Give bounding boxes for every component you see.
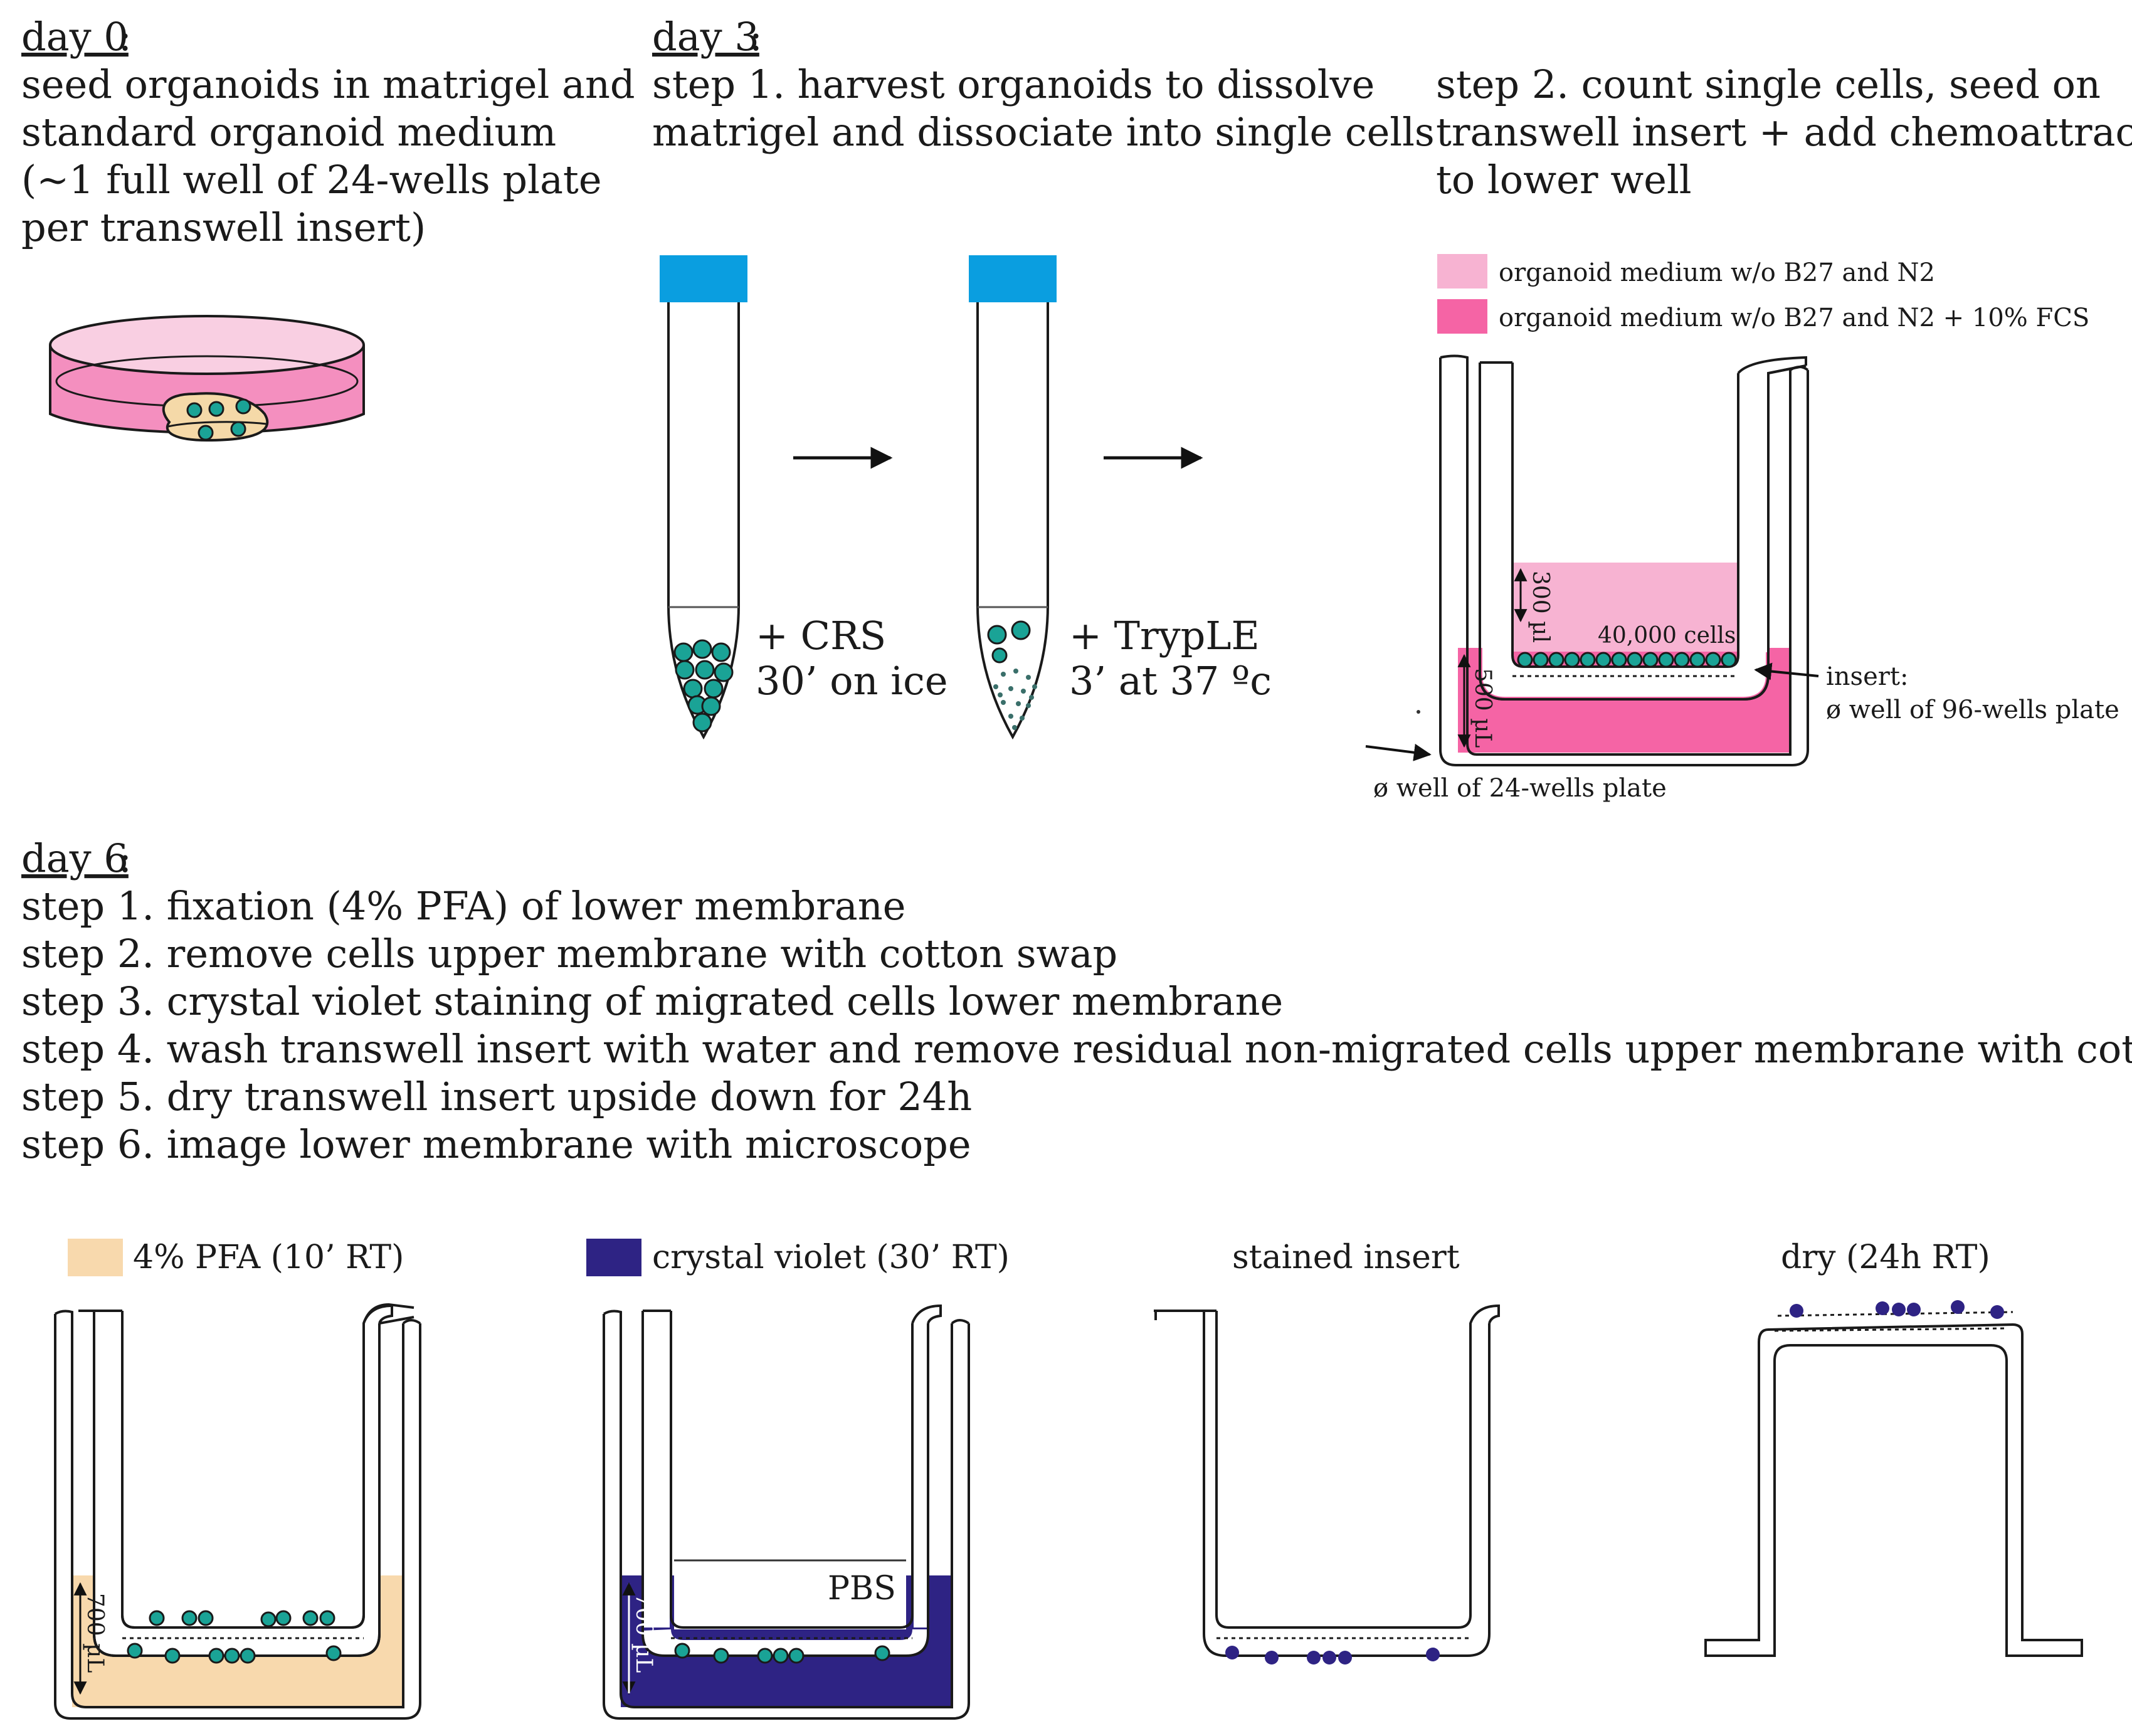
pfa-swatch	[68, 1239, 123, 1276]
panel-dry-upside-down	[1704, 1300, 2083, 1657]
tube-crs: + CRS 30’ on ice	[660, 255, 948, 740]
cv-label: crystal violet (30’ RT)	[652, 1239, 1010, 1276]
day6-text-block: day 6 : step 1. fixation (4% PFA) of low…	[21, 835, 2132, 1167]
day6-heading: day 6	[21, 835, 129, 881]
day6-step-4: step 4. wash transwell insert with water…	[21, 1026, 2132, 1072]
seeded-cells	[1517, 652, 1737, 668]
day3-text-block: day 3 : step 1. harvest organoids to dis…	[652, 14, 2132, 203]
dry-label: dry (24h RT)	[1781, 1239, 1990, 1276]
insert-label-2: ø well of 96-wells plate	[1826, 696, 2119, 724]
day0-line-4: per transwell insert)	[21, 204, 426, 250]
day0-line-1: seed organoids in matrigel and	[21, 61, 635, 107]
day3-heading: day 3	[652, 14, 759, 60]
tube1-label-1: + CRS	[756, 613, 886, 659]
insert-label-1: insert:	[1826, 662, 1908, 691]
panel-pfa: 700 µL	[54, 1303, 421, 1720]
organoid-cluster	[673, 639, 734, 733]
medium-legend: organoid medium w/o B27 and N2 organoid …	[1437, 254, 2089, 334]
tube2-label-1: + TrypLE	[1069, 613, 1260, 659]
day3-step1-line-2: matrigel and dissociate into single cell…	[652, 109, 1435, 155]
day6-step-3: step 3. crystal violet staining of migra…	[21, 978, 1283, 1024]
day3-step2-line-1: step 2. count single cells, seed on	[1436, 61, 2101, 107]
well-label: ø well of 24-wells plate	[1373, 774, 1667, 803]
tube-cap-2	[969, 255, 1057, 302]
petri-dish-illustration	[49, 315, 365, 442]
legend-swatch-light-pink	[1437, 254, 1487, 288]
day3-step2-line-3: to lower well	[1436, 157, 1692, 203]
single-cells	[993, 669, 1037, 730]
day3-step1-line-1: step 1. harvest organoids to dissolve	[652, 61, 1375, 107]
svg-text::: :	[119, 14, 132, 60]
stained-label: stained insert	[1232, 1239, 1460, 1276]
panel-stained-insert	[1154, 1304, 1500, 1665]
upper-volume-label: 300 µl	[1528, 571, 1553, 643]
cells-count-label: 40,000 cells	[1598, 623, 1736, 648]
pfa-volume-label: 700 µL	[82, 1593, 108, 1673]
day0-line-3: (~1 full well of 24-wells plate	[21, 157, 602, 203]
legend-label-2: organoid medium w/o B27 and N2 + 10% FCS	[1499, 304, 2089, 332]
cv-swatch	[586, 1239, 641, 1276]
tube1-label-2: 30’ on ice	[756, 658, 948, 704]
transwell-setup: 40,000 cells 300 µl 500 µL insert: ø wel…	[1365, 354, 2119, 803]
day6-step-2: step 2. remove cells upper membrane with…	[21, 931, 1117, 977]
cv-volume-label: 700 µL	[631, 1593, 657, 1673]
svg-text::: :	[119, 835, 132, 881]
tube-cap-1	[660, 255, 747, 302]
day0-heading: day 0	[21, 14, 129, 60]
pbs-label: PBS	[828, 1570, 896, 1607]
svg-text::: :	[749, 14, 763, 60]
legend-swatch-dark-pink	[1437, 299, 1487, 334]
legend-label-1: organoid medium w/o B27 and N2	[1499, 258, 1935, 287]
pfa-label: 4% PFA (10’ RT)	[133, 1239, 404, 1276]
day6-step-5: step 5. dry transwell insert upside down…	[21, 1074, 972, 1119]
day6-step-1: step 1. fixation (4% PFA) of lower membr…	[21, 883, 905, 929]
panel-crystal-violet: PBS 700 µL	[603, 1304, 970, 1720]
tube2-label-2: 3’ at 37 ºc	[1069, 658, 1272, 704]
tube-tryple: + TrypLE 3’ at 37 ºc	[969, 255, 1272, 740]
day3-step2-line-2: transwell insert + add chemoattractant	[1436, 109, 2132, 155]
day0-text-block: day 0 : seed organoids in matrigel and s…	[21, 14, 635, 250]
lower-volume-label: 500 µL	[1470, 668, 1496, 748]
day6-step-6: step 6. image lower membrane with micros…	[21, 1121, 971, 1167]
day0-line-2: standard organoid medium	[21, 109, 556, 155]
